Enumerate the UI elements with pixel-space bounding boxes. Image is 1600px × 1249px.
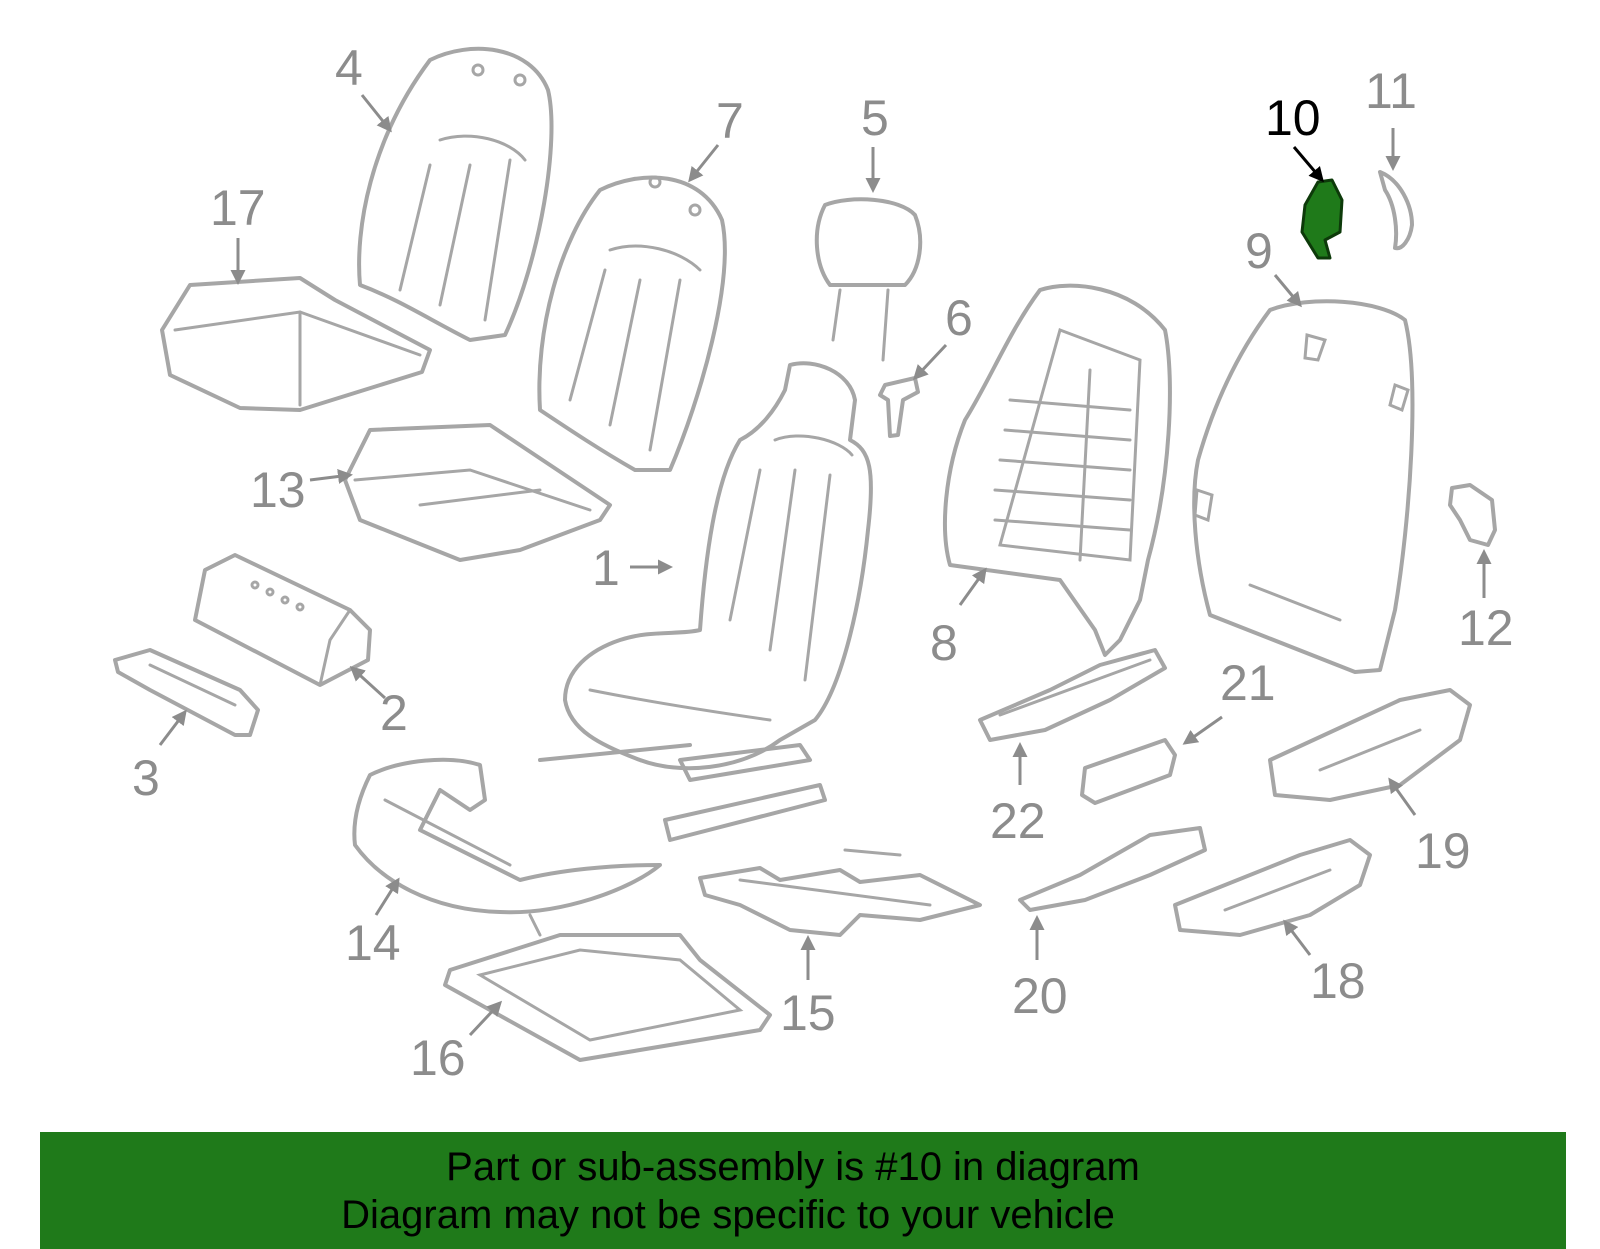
callout-9: 9	[1245, 223, 1273, 279]
part-1-complete-seat	[538, 361, 873, 842]
part-4-backrest-cover	[357, 46, 554, 342]
callout-17: 17	[210, 180, 266, 236]
part-3-track-cover	[113, 648, 260, 737]
leader-arrows	[158, 94, 1492, 1037]
callout-16: 16	[410, 1030, 466, 1086]
part-15-seat-springs	[698, 848, 982, 937]
callout-18: 18	[1310, 953, 1366, 1009]
callout-15: 15	[780, 985, 836, 1041]
callout-10: 10	[1265, 90, 1321, 146]
info-banner: Part or sub-assembly is #10 in diagram D…	[40, 1132, 1566, 1249]
part-20-motor-rail	[1018, 826, 1207, 912]
part-9-back-panel	[1192, 299, 1415, 674]
part-22-seat-rail	[978, 648, 1167, 742]
callout-4: 4	[335, 40, 363, 96]
callout-13: 13	[250, 462, 306, 518]
callout-22: 22	[990, 793, 1046, 849]
banner-part-line: Part or sub-assembly is #10 in diagram	[446, 1144, 1140, 1189]
part-5-headrest	[814, 197, 923, 362]
part-21-seat-switch	[1080, 738, 1177, 805]
callout-19: 19	[1415, 823, 1471, 879]
banner-disclaimer-line: Diagram may not be specific to your vehi…	[341, 1192, 1115, 1237]
part-8-backrest-frame	[943, 283, 1172, 657]
part-14-seat-pan	[352, 757, 662, 937]
callout-8: 8	[930, 615, 958, 671]
part-16-heating-mat	[443, 933, 772, 1062]
callout-2: 2	[380, 685, 408, 741]
callout-7: 7	[716, 93, 744, 149]
part-17-cushion-cover	[160, 276, 432, 412]
part-7-backrest-cover	[537, 175, 727, 472]
part-10-trim-highlight	[1300, 178, 1344, 260]
callout-21: 21	[1220, 655, 1276, 711]
callout-labels: 4 17 7 5 6 13 1 2 3 14 16 15 8 10 11 9 1…	[132, 40, 1514, 1086]
part-18-side-trim	[1173, 838, 1372, 937]
part-2-control-module	[193, 553, 372, 687]
callout-3: 3	[132, 750, 160, 806]
callout-12: 12	[1458, 600, 1514, 656]
part-11-trim-strip	[1378, 170, 1414, 251]
callout-6: 6	[945, 290, 973, 346]
callout-1: 1	[592, 540, 620, 596]
callout-20: 20	[1012, 968, 1068, 1024]
callout-11: 11	[1365, 63, 1417, 119]
part-19-side-trim	[1268, 688, 1472, 802]
part-6-headrest-guide	[878, 376, 920, 438]
part-12-bracket	[1448, 483, 1497, 547]
part-13-cushion-pad	[343, 423, 612, 562]
callout-5: 5	[861, 90, 889, 146]
callout-14: 14	[345, 915, 401, 971]
